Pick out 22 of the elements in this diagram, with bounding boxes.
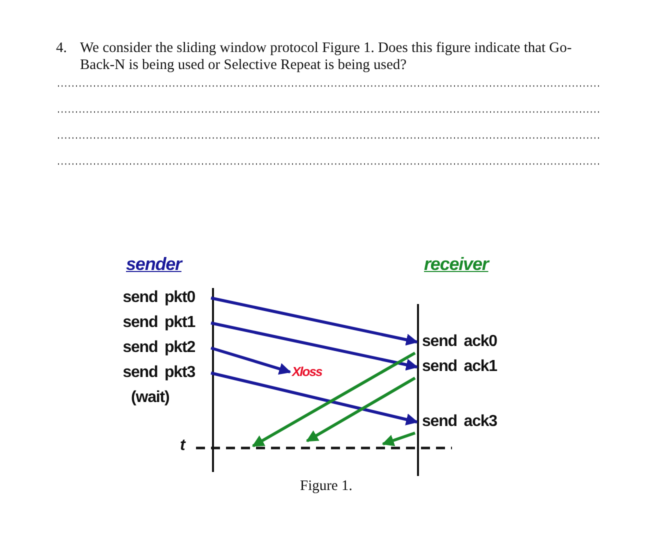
arrow <box>252 352 416 448</box>
arrow <box>210 372 418 426</box>
event-label: send ack3 <box>419 412 509 432</box>
event-label: send pkt1 <box>88 313 211 333</box>
event-label: send pkt3 <box>88 363 211 383</box>
axis-label: t <box>180 437 185 455</box>
lifeline-title: receiver <box>424 254 488 275</box>
lifeline-title: sender <box>126 254 182 275</box>
question-text: We consider the sliding window protocol Figure 1. Does this figure indicate that Go-Back-N is being used or Selective Repeat is being used? <box>80 40 573 74</box>
arrow <box>210 322 418 371</box>
event-label: send pkt0 <box>88 288 211 308</box>
state-label: (wait) <box>131 389 170 407</box>
arrow <box>210 296 418 346</box>
event-label: send ack1 <box>419 357 509 377</box>
figure-caption: Figure 1. <box>300 478 352 495</box>
event-label: send pkt2 <box>88 338 211 358</box>
arrow <box>210 346 292 375</box>
arrow <box>382 432 416 446</box>
loss-marker: Xloss <box>292 362 348 382</box>
arrow <box>306 376 416 442</box>
event-label: send ack0 <box>419 332 509 352</box>
question-number: 4. <box>56 40 67 57</box>
